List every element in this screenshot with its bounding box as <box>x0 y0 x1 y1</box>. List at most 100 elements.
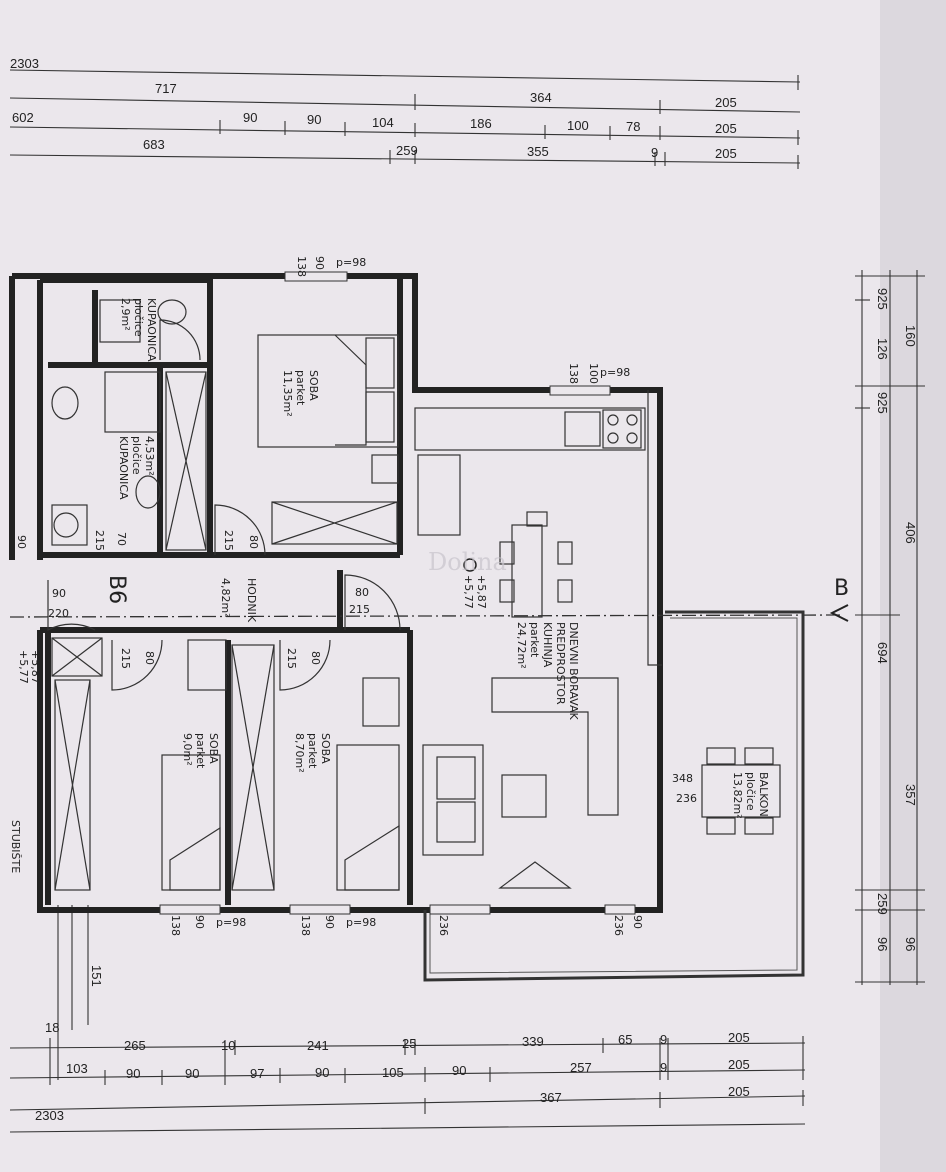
svg-text:236: 236 <box>437 915 450 936</box>
svg-text:138: 138 <box>295 256 308 277</box>
svg-text:90: 90 <box>193 915 206 929</box>
svg-text:parket: parket <box>306 733 319 769</box>
dim-top-205b: 205 <box>715 121 737 136</box>
svg-text:215: 215 <box>93 530 106 551</box>
svg-text:parket: parket <box>194 733 207 769</box>
svg-text:9,0m²: 9,0m² <box>181 733 194 766</box>
coffee-table <box>501 774 547 818</box>
svg-text:parket: parket <box>294 370 307 406</box>
sofa <box>491 677 619 816</box>
svg-text:90: 90 <box>52 587 66 600</box>
svg-text:90: 90 <box>15 535 28 549</box>
watermark: Dolina <box>428 548 507 576</box>
svg-text:80: 80 <box>143 651 156 665</box>
dim-bot-90b: 90 <box>185 1066 199 1081</box>
wardrobe-soba1 <box>271 501 398 545</box>
svg-text:70: 70 <box>115 532 128 546</box>
dim-right-160: 160 <box>903 325 918 347</box>
dim-side-151: 151 <box>89 965 104 987</box>
unit-label: B6 <box>104 575 129 604</box>
dim-right-259: 259 <box>875 893 890 915</box>
room-soba2: SOBA parket 9,0m² <box>181 733 220 769</box>
desk-soba3 <box>362 677 400 727</box>
wardrobe-soba3 <box>231 644 275 891</box>
top-dimension-lines: 2303 717 364 205 602 90 90 104 186 100 7… <box>9 56 801 169</box>
wardrobe-hall <box>165 371 207 551</box>
armchair <box>422 744 484 856</box>
room-soba1: SOBA parket 11,35m² <box>281 370 320 417</box>
svg-text:215: 215 <box>222 530 235 551</box>
balcony-door-swing <box>498 861 572 889</box>
sink-icon <box>135 475 161 509</box>
room-kupaonica: KUPAONICA pločice 4,53m² <box>117 436 156 500</box>
svg-text:KUHINJA: KUHINJA <box>541 622 554 668</box>
dim-top-9: 9 <box>651 145 658 160</box>
toilet-icon <box>51 386 79 420</box>
dim-bot-339: 339 <box>522 1034 544 1049</box>
svg-text:p=98: p=98 <box>346 916 376 929</box>
kitchen-sink-icon <box>564 411 601 447</box>
washing-machine-icon <box>51 504 88 546</box>
section-line <box>9 614 841 618</box>
dim-bot-90d: 90 <box>452 1063 466 1078</box>
svg-text:pločice: pločice <box>744 772 757 811</box>
dim-right-925b: 925 <box>875 392 890 414</box>
bathtub <box>104 371 161 433</box>
svg-text:138: 138 <box>567 363 580 384</box>
dim-bot-9b: 9 <box>660 1060 667 1075</box>
toilet-small-icon <box>99 299 141 343</box>
room-soba3: SOBA parket 8,70m² <box>293 733 332 773</box>
balcony-inner-outline <box>429 617 798 974</box>
dim-right-406: 406 <box>903 522 918 544</box>
section-marker: B <box>834 576 849 601</box>
room-hodnik: HODNIK 4,82m² <box>219 578 258 623</box>
room-dnevni-boravak: DNEVNI BORAVAK PREDPROSTOR KUHINJA parke… <box>515 622 580 721</box>
kitchen-counter <box>414 407 646 451</box>
svg-text:p=98: p=98 <box>216 916 246 929</box>
fridge-icon <box>417 454 461 536</box>
dim-top-717: 717 <box>155 81 177 96</box>
svg-text:SOBA: SOBA <box>319 733 332 764</box>
balcony-outline <box>423 610 805 982</box>
room-balkon: BALKON pločice 13,82m² <box>731 772 770 819</box>
dim-right-96a: 96 <box>875 937 890 951</box>
dim-bot-367: 367 <box>540 1090 562 1105</box>
furniture <box>51 299 781 891</box>
balcony-table <box>701 764 781 818</box>
dim-bot-18: 18 <box>45 1020 59 1035</box>
dim-bot-total: 2303 <box>35 1108 64 1123</box>
dim-bot-90c: 90 <box>315 1065 329 1080</box>
inner-dimensions: 138 90 p=98 138 100 p=98 215 70 215 80 9… <box>15 256 697 936</box>
windows <box>159 271 636 915</box>
svg-text:HODNIK: HODNIK <box>245 578 258 623</box>
dim-bot-205c: 205 <box>728 1084 750 1099</box>
dim-bot-10: 10 <box>221 1038 235 1053</box>
room-labels: KUPAONICA pločice 2,9m² KUPAONICA pločic… <box>117 298 770 819</box>
svg-text:p=98: p=98 <box>336 256 366 269</box>
paper-edge <box>880 0 946 1172</box>
dim-top-205c: 205 <box>715 146 737 161</box>
svg-text:BALKON: BALKON <box>757 772 770 817</box>
stove-icon <box>602 409 642 449</box>
level-label-3: +5,87 <box>29 650 42 684</box>
svg-text:90: 90 <box>323 915 336 929</box>
dim-top-205a: 205 <box>715 95 737 110</box>
stair-label: STUBIŠTE <box>9 820 22 873</box>
dim-top-100: 100 <box>567 118 589 133</box>
svg-text:138: 138 <box>299 915 312 936</box>
right-dimension-lines: 925 126 925 160 406 694 357 259 96 96 <box>855 270 925 985</box>
dim-top-602: 602 <box>12 110 34 125</box>
svg-text:KUPAONICA: KUPAONICA <box>145 298 158 362</box>
svg-text:236: 236 <box>676 792 697 805</box>
svg-text:236: 236 <box>612 915 625 936</box>
dim-top-259: 259 <box>396 143 418 158</box>
svg-text:100: 100 <box>587 363 600 384</box>
dim-bot-265: 265 <box>124 1038 146 1053</box>
svg-text:138: 138 <box>169 915 182 936</box>
bottom-dimension-lines: 18 265 10 241 25 339 65 9 205 103 90 90 … <box>9 905 806 1133</box>
dim-bot-90a: 90 <box>126 1066 140 1081</box>
svg-text:pločice: pločice <box>132 298 145 337</box>
svg-text:SOBA: SOBA <box>207 733 220 764</box>
svg-text:pločice: pločice <box>130 436 143 475</box>
svg-text:4,82m²: 4,82m² <box>219 578 232 618</box>
